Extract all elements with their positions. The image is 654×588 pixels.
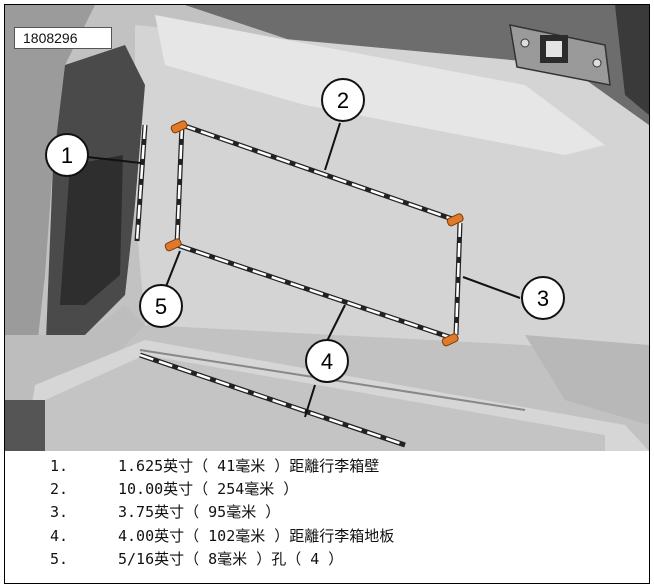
right-corner-dark bbox=[615, 5, 649, 115]
legend-item: 4. 4.00英寸（ 102毫米 ）距離行李箱地板 bbox=[50, 525, 640, 548]
legend-number: 2. bbox=[50, 480, 69, 499]
trunk-floor-inner bbox=[45, 355, 605, 451]
callout-4: 4 bbox=[305, 339, 349, 383]
pin-bottom-right bbox=[441, 333, 459, 347]
legend-text: 5/16英寸（ 8毫米 ）孔（ 4 ） bbox=[118, 549, 344, 568]
right-floor-panel bbox=[525, 335, 649, 425]
callout-5-label: 5 bbox=[155, 294, 167, 319]
callout-2-label: 2 bbox=[337, 88, 349, 113]
callout-5: 5 bbox=[139, 284, 183, 328]
pin-top-left bbox=[170, 120, 188, 134]
trunk-illustration: 1 2 3 4 5 bbox=[5, 5, 649, 451]
legend-item: 1. 1.625英寸（ 41毫米 ）距離行李箱壁 bbox=[50, 455, 640, 478]
callout-1: 1 bbox=[45, 133, 89, 177]
pin-top-right bbox=[446, 213, 464, 227]
legend-text: 10.00英寸（ 254毫米 ） bbox=[118, 480, 299, 499]
mounting-pins bbox=[164, 120, 464, 347]
legend-text: 3.75英寸（ 95毫米 ） bbox=[118, 503, 281, 522]
measurement-lines bbox=[135, 123, 462, 447]
callout-3: 3 bbox=[521, 276, 565, 320]
legend-item: 2. 10.00英寸（ 254毫米 ） bbox=[50, 478, 640, 501]
callout-2: 2 bbox=[321, 78, 365, 122]
legend-item: 5. 5/16英寸（ 8毫米 ）孔（ 4 ） bbox=[50, 548, 640, 571]
floor-edge bbox=[5, 305, 145, 425]
legend-item: 3. 3.75英寸（ 95毫米 ） bbox=[50, 501, 640, 524]
figure-id-label: 1808296 bbox=[14, 27, 112, 49]
legend-number: 1. bbox=[50, 457, 69, 475]
legend-text: 1.625英寸（ 41毫米 ）距離行李箱壁 bbox=[118, 457, 380, 475]
floor-left-shadow bbox=[5, 400, 45, 451]
legend-number: 4. bbox=[50, 526, 69, 545]
legend-text: 4.00英寸（ 102毫米 ）距離行李箱地板 bbox=[118, 526, 395, 545]
legend-number: 3. bbox=[50, 503, 69, 522]
left-wall bbox=[5, 5, 95, 385]
latch-bracket bbox=[509, 24, 611, 86]
legend-number: 5. bbox=[50, 549, 69, 568]
left-wall-recess bbox=[60, 155, 123, 305]
callout-4-label: 4 bbox=[321, 349, 333, 374]
callout-1-label: 1 bbox=[61, 143, 73, 168]
installation-diagram: 1 2 3 4 5 1808296 bbox=[5, 5, 649, 451]
callout-3-label: 3 bbox=[537, 286, 549, 311]
legend-list: 1. 1.625英寸（ 41毫米 ）距離行李箱壁 2. 10.00英寸（ 254… bbox=[50, 455, 640, 571]
pin-bottom-left bbox=[164, 238, 182, 252]
trunk-top-dark bbox=[95, 5, 649, 155]
leader-lines bbox=[86, 122, 521, 418]
trunk-shelf bbox=[155, 15, 605, 155]
